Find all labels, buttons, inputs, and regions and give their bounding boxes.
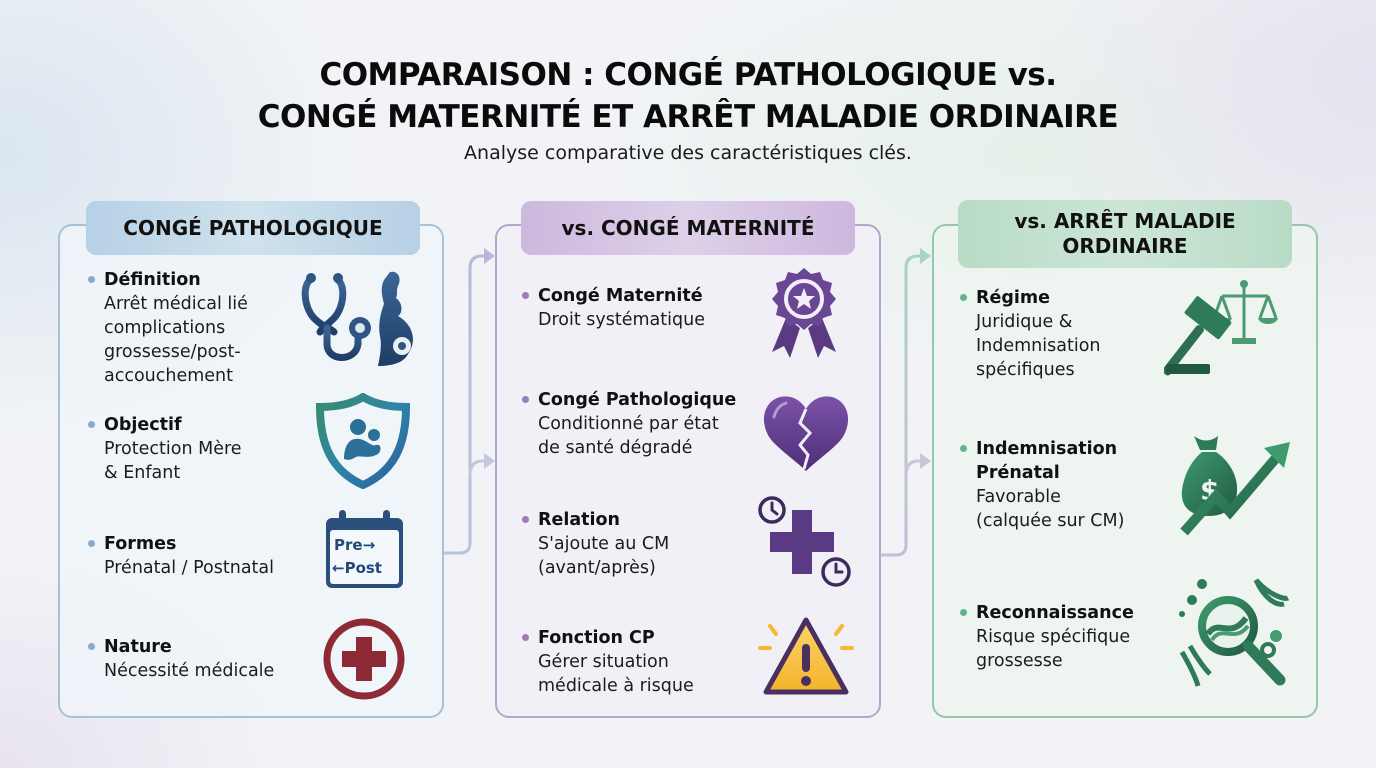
dna-magnifier-icon bbox=[1179, 578, 1290, 687]
award-ribbon-icon bbox=[772, 268, 836, 358]
broken-heart-icon bbox=[763, 396, 849, 471]
list-item-conge-maternite: Congé Maternité Droit systématique bbox=[522, 284, 705, 332]
item-label: Congé Pathologique bbox=[538, 390, 737, 410]
page-title: COMPARAISON : CONGÉ PATHOLOGIQUE vs. CON… bbox=[0, 54, 1376, 138]
arrow-panel1-to-panel2 bbox=[442, 248, 495, 555]
list-item-indemnisation-prenatal: Indemnisation Prénatal Favorable (calqué… bbox=[960, 437, 1125, 533]
panel-header-arret-maladie: vs. ARRÊT MALADIE ORDINAIRE bbox=[958, 200, 1292, 268]
arrow-panel2-to-panel3 bbox=[879, 248, 931, 557]
bullet-dot bbox=[960, 609, 967, 616]
shield-mother-child-icon bbox=[316, 393, 410, 489]
bullet-dot bbox=[960, 294, 967, 301]
item-label: Définition bbox=[104, 270, 201, 290]
list-item-conge-pathologique: Congé Pathologique Conditionné par état … bbox=[522, 388, 737, 460]
item-desc: de santé dégradé bbox=[538, 438, 693, 458]
item-desc: S'ajoute au CM bbox=[538, 534, 670, 554]
list-item-formes: Formes Prénatal / Postnatal bbox=[88, 532, 274, 580]
item-desc: Protection Mère bbox=[104, 439, 242, 459]
item-label: Régime bbox=[976, 288, 1050, 308]
page-title-line-1: COMPARAISON : CONGÉ PATHOLOGIQUE vs. bbox=[319, 57, 1057, 93]
item-desc: Conditionné par état bbox=[538, 414, 719, 434]
list-item-fonction-cp: Fonction CP Gérer situation médicale à r… bbox=[522, 626, 694, 698]
item-label: Indemnisation bbox=[976, 439, 1118, 459]
item-label: Prénatal bbox=[976, 463, 1060, 483]
item-label: Fonction CP bbox=[538, 628, 655, 648]
page-title-line-2: CONGÉ MATERNITÉ ET ARRÊT MALADIE ORDINAI… bbox=[257, 99, 1119, 135]
bullet-dot bbox=[522, 634, 529, 641]
item-desc: médicale à risque bbox=[538, 676, 694, 696]
list-item-definition: Définition Arrêt médical lié complicatio… bbox=[88, 268, 248, 388]
item-desc: Risque spécifique bbox=[976, 627, 1131, 647]
item-desc: Nécessité médicale bbox=[104, 661, 275, 681]
item-desc: (avant/après) bbox=[538, 558, 656, 578]
bullet-dot bbox=[88, 540, 95, 547]
panel-header-line-2: ORDINAIRE bbox=[1062, 234, 1188, 258]
item-desc: grossesse bbox=[976, 651, 1063, 671]
list-item-nature: Nature Nécessité médicale bbox=[88, 635, 275, 683]
item-desc: & Enfant bbox=[104, 463, 181, 483]
list-item-relation: Relation S'ajoute au CM (avant/après) bbox=[522, 508, 670, 580]
item-desc: spécifiques bbox=[976, 360, 1075, 380]
warning-icon bbox=[758, 617, 854, 695]
item-label: Congé Maternité bbox=[538, 286, 703, 306]
money-bag-growth-icon: $ bbox=[1180, 436, 1290, 536]
item-desc: accouchement bbox=[104, 366, 234, 386]
list-item-regime: Régime Juridique & Indemnisation spécifi… bbox=[960, 286, 1101, 382]
item-desc: Gérer situation bbox=[538, 652, 669, 672]
item-label: Objectif bbox=[104, 415, 182, 435]
stethoscope-pregnant-icon bbox=[301, 271, 413, 366]
gavel-scales-icon bbox=[1164, 280, 1278, 376]
panel-header-conge-pathologique: CONGÉ PATHOLOGIQUE bbox=[86, 201, 420, 255]
item-label: Relation bbox=[538, 510, 620, 530]
bullet-dot bbox=[88, 276, 95, 283]
calendar-post-text: Post bbox=[344, 559, 382, 577]
bullet-dot bbox=[88, 643, 95, 650]
page-subtitle: Analyse comparative des caractéristiques… bbox=[464, 142, 912, 164]
item-desc: grossesse/post- bbox=[104, 342, 241, 362]
bullet-dot bbox=[960, 445, 967, 452]
item-desc: Prénatal / Postnatal bbox=[104, 558, 274, 578]
bullet-dot bbox=[88, 421, 95, 428]
list-item-reconnaissance: Reconnaissance Risque spécifique grosses… bbox=[960, 601, 1134, 673]
item-desc: Arrêt médical lié bbox=[104, 294, 248, 314]
bullet-dot bbox=[522, 292, 529, 299]
bullet-dot bbox=[522, 396, 529, 403]
item-desc: Juridique & bbox=[976, 312, 1073, 332]
calendar-pre-post-icon: Pre→ ←Post bbox=[324, 508, 405, 590]
item-label: Nature bbox=[104, 637, 172, 657]
list-item-objectif: Objectif Protection Mère & Enfant bbox=[88, 413, 242, 485]
calendar-pre-text: Pre bbox=[334, 536, 363, 554]
bullet-dot bbox=[522, 516, 529, 523]
item-desc: Indemnisation bbox=[976, 336, 1101, 356]
panel-header-line-1: vs. ARRÊT MALADIE bbox=[1014, 209, 1236, 233]
item-desc: Droit systématique bbox=[538, 310, 705, 330]
panel-header-conge-maternite: vs. CONGÉ MATERNITÉ bbox=[521, 201, 855, 255]
item-desc: complications bbox=[104, 318, 226, 338]
plus-clock-icon bbox=[758, 496, 851, 587]
item-desc: (calquée sur CM) bbox=[976, 511, 1125, 531]
item-label: Formes bbox=[104, 534, 177, 554]
item-label: Reconnaissance bbox=[976, 603, 1134, 623]
medical-cross-icon bbox=[323, 618, 405, 700]
item-desc: Favorable bbox=[976, 487, 1061, 507]
